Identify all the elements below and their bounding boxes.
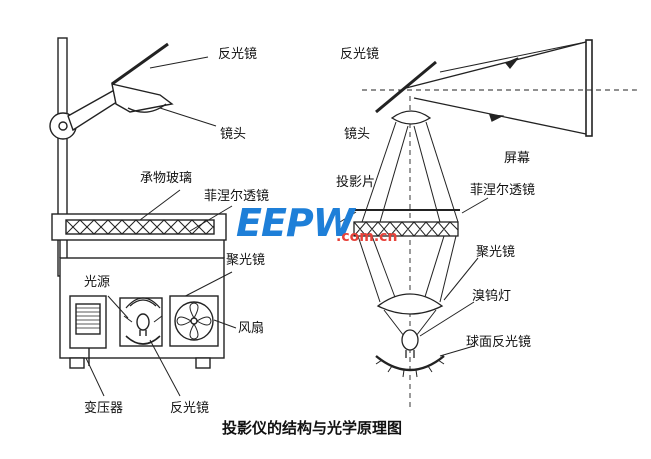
left-structure [49, 37, 237, 397]
lens-head [111, 83, 174, 113]
diagram-title: 投影仪的结构与光学原理图 [222, 419, 403, 437]
label-transformer: 变压器 [84, 401, 124, 416]
label-fan: 风扇 [238, 321, 265, 336]
label-left-condenser: 聚光镜 [226, 253, 266, 268]
top-reflector [111, 42, 169, 86]
right-condenser [376, 293, 444, 315]
label-right-fresnel: 菲涅尔透镜 [470, 183, 536, 198]
label-spherical-reflector: 球面反光镜 [466, 335, 532, 350]
label-left-fresnel: 菲涅尔透镜 [204, 189, 270, 204]
label-right-condenser: 聚光镜 [476, 245, 516, 260]
label-left-lens: 镜头 [220, 127, 247, 142]
right-reflector [375, 60, 437, 114]
label-screen: 屏幕 [504, 151, 531, 166]
spherical-reflector [375, 355, 445, 372]
projection-screen [585, 39, 593, 137]
label-slide: 投影片 [336, 175, 376, 190]
right-lens [390, 110, 432, 125]
right-fresnel [353, 221, 459, 237]
label-right-reflector: 反光镜 [340, 47, 380, 62]
halogen-lamp [401, 329, 419, 351]
right-optics [339, 39, 640, 408]
label-stage-glass: 承物玻璃 [140, 171, 193, 186]
watermark-brand: EEPW [236, 201, 355, 245]
label-right-lens: 镜头 [344, 127, 371, 142]
label-bottom-reflector: 反光镜 [170, 401, 210, 416]
label-left-reflector: 反光镜 [218, 47, 258, 62]
watermark-domain: .com.cn [336, 229, 398, 245]
label-light-source: 光源 [84, 275, 111, 290]
label-lamp: 溴钨灯 [472, 289, 512, 304]
